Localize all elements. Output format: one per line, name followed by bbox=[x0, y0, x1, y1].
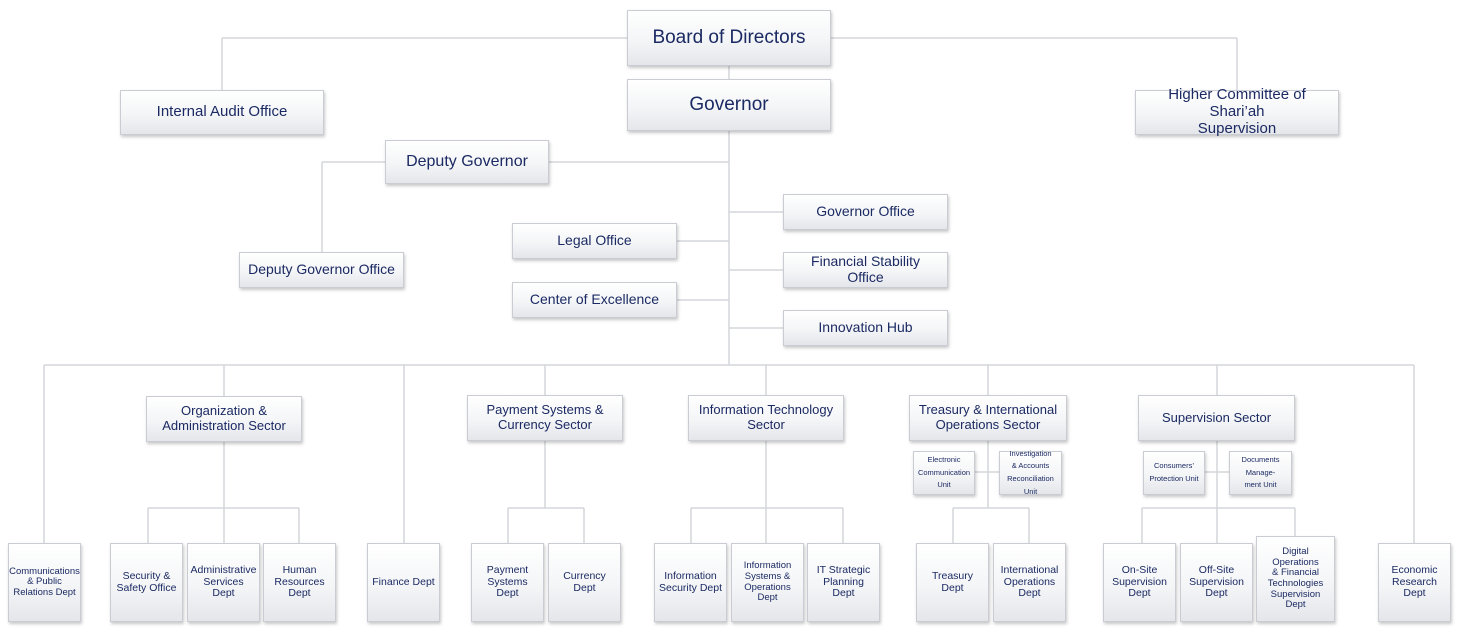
treasury-international-operations-sector-box: Treasury & International Operations Sect… bbox=[909, 395, 1067, 441]
on-site-supervision-dept-box: On-Site Supervision Dept bbox=[1103, 543, 1176, 622]
treasury-dept-box: Treasury Dept bbox=[916, 543, 989, 622]
digital-operations-fintech-supervision-dept-box: Digital Operations & Financial Technolog… bbox=[1256, 536, 1335, 622]
it-strategic-planning-dept-box: IT Strategic Planning Dept bbox=[807, 543, 880, 622]
financial-stability-office-box: Financial Stability Office bbox=[783, 252, 948, 288]
deputy-governor-office-box: Deputy Governor Office bbox=[239, 252, 404, 288]
administrative-services-dept-box: Administrative Services Dept bbox=[187, 543, 260, 622]
legal-office-box: Legal Office bbox=[512, 223, 677, 259]
payment-systems-currency-sector-box: Payment Systems & Currency Sector bbox=[467, 395, 623, 441]
consumers-protection-unit-box: Consumers’ Protection Unit bbox=[1143, 451, 1205, 495]
currency-dept-box: Currency Dept bbox=[548, 543, 621, 622]
deputy-governor-box: Deputy Governor bbox=[385, 140, 549, 184]
communications-public-relations-dept-box: Communications & Public Relations Dept bbox=[8, 543, 81, 622]
supervision-sector-box: Supervision Sector bbox=[1138, 395, 1295, 441]
innovation-hub-box: Innovation Hub bbox=[783, 310, 948, 346]
international-operations-dept-box: International Operations Dept bbox=[993, 543, 1066, 622]
economic-research-dept-box: Economic Research Dept bbox=[1378, 543, 1451, 622]
shariah-committee-box: Higher Committee of Shari’ah Supervision bbox=[1135, 86, 1339, 137]
electronic-communication-unit-box: Electronic Communication Unit bbox=[913, 451, 975, 495]
organization-administration-sector-box: Organization & Administration Sector bbox=[146, 396, 302, 442]
information-systems-operations-dept-box: Information Systems & Operations Dept bbox=[731, 543, 804, 622]
investigation-accounts-reconciliation-unit-box: Investigation & Accounts Reconciliation … bbox=[999, 449, 1062, 496]
internal-audit-office-box: Internal Audit Office bbox=[120, 90, 324, 135]
information-technology-sector-box: Information Technology Sector bbox=[688, 395, 844, 441]
documents-management-unit-box: Documents Manage- ment Unit bbox=[1229, 451, 1292, 495]
security-safety-office-box: Security & Safety Office bbox=[110, 543, 183, 622]
finance-dept-box: Finance Dept bbox=[367, 543, 440, 622]
off-site-supervision-dept-box: Off-Site Supervision Dept bbox=[1180, 543, 1253, 622]
center-of-excellence-box: Center of Excellence bbox=[512, 282, 677, 318]
information-security-dept-box: Information Security Dept bbox=[654, 543, 727, 622]
payment-systems-dept-box: Payment Systems Dept bbox=[471, 543, 544, 622]
governor-box: Governor bbox=[627, 79, 831, 131]
human-resources-dept-box: Human Resources Dept bbox=[263, 543, 336, 622]
board-of-directors-box: Board of Directors bbox=[627, 10, 831, 66]
governor-office-box: Governor Office bbox=[783, 194, 948, 230]
